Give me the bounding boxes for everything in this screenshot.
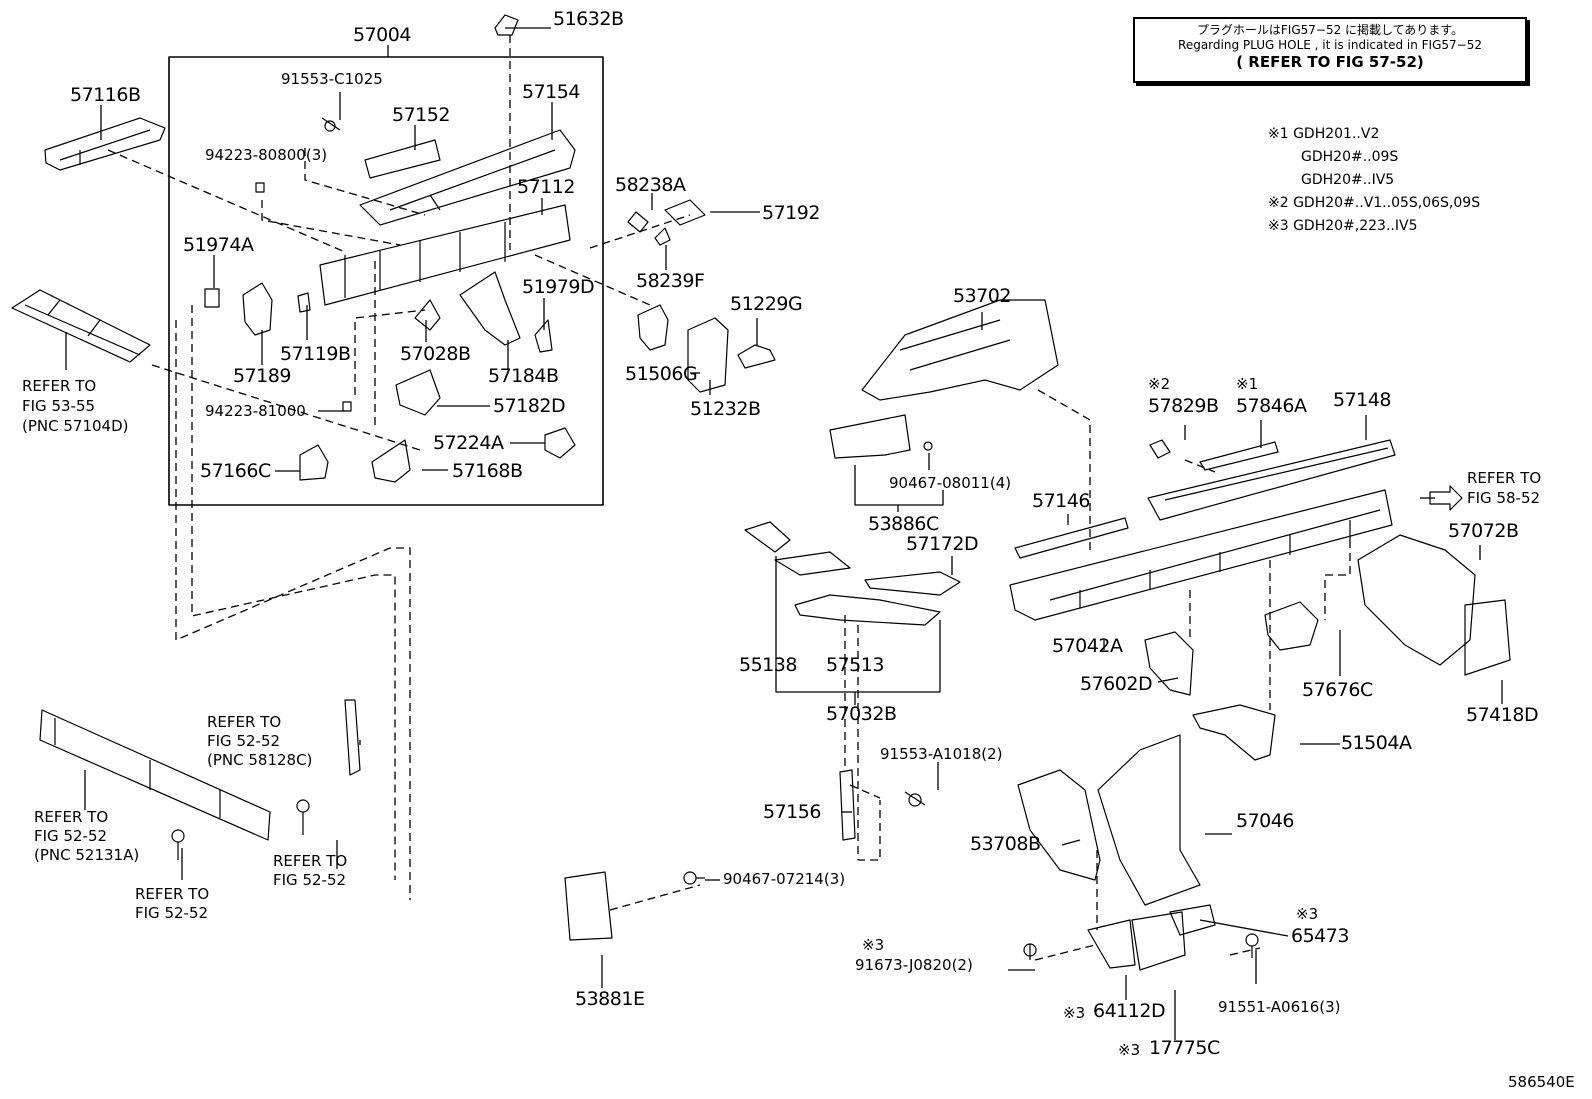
applicability-legend: ※1 GDH201..V2 GDH20#..09S GDH20#..IV5 ※2… [1268, 126, 1480, 241]
part-51632B[interactable]: 51632B [553, 8, 624, 30]
part-57032B[interactable]: 57032B [826, 703, 897, 725]
part-64112D[interactable]: 64112D [1093, 1000, 1166, 1022]
part-57152[interactable]: 57152 [392, 104, 450, 126]
part-shapes [11, 14, 1511, 971]
part-57182D[interactable]: 57182D [493, 395, 566, 417]
part-55138[interactable]: 55138 [739, 654, 797, 676]
ref-53-55-line3: (PNC 57104D) [22, 417, 129, 435]
refer-arrow [1429, 485, 1463, 511]
ref-52-52-b-line2[interactable]: FIG 52-52 [34, 827, 108, 845]
part-94223-80800[interactable]: 94223-80800(3) [205, 146, 328, 164]
part-91553-A1018[interactable]: 91553-A1018(2) [880, 745, 1003, 763]
part-57042A[interactable]: 57042A [1052, 635, 1123, 657]
part-57154[interactable]: 57154 [522, 81, 580, 103]
part-57148[interactable]: 57148 [1333, 389, 1391, 411]
part-57189[interactable]: 57189 [233, 365, 291, 387]
illustration-id: 586540E [1508, 1073, 1575, 1091]
part-57116B[interactable]: 57116B [70, 84, 141, 106]
part-94223-81000[interactable]: 94223-81000 [205, 402, 306, 420]
part-90467-07214[interactable]: 90467-07214(3) [723, 870, 846, 888]
part-53881E[interactable]: 53881E [575, 988, 645, 1010]
legend-3: GDH20#..IV5 [1301, 172, 1395, 188]
part-57166C[interactable]: 57166C [200, 460, 271, 482]
ref-58-52-line1[interactable]: REFER TO [1467, 469, 1542, 487]
part-57513[interactable]: 57513 [826, 654, 884, 676]
ref-52-52-a-line1[interactable]: REFER TO [207, 713, 282, 731]
part-65473[interactable]: 65473 [1291, 925, 1349, 947]
part-57172D[interactable]: 57172D [906, 533, 979, 555]
part-57112[interactable]: 57112 [517, 176, 575, 198]
ref-52-52-d-line2[interactable]: FIG 52-52 [135, 904, 209, 922]
part-53886C[interactable]: 53886C [868, 513, 939, 535]
part-58238A[interactable]: 58238A [615, 174, 686, 196]
part-51506G[interactable]: 51506G [625, 363, 698, 385]
mark-3-17775C: ※3 [1118, 1041, 1141, 1059]
legend-5: ※3 GDH20#,223..IV5 [1268, 218, 1418, 234]
part-53702[interactable]: 53702 [953, 285, 1011, 307]
legend-1: ※1 GDH201..V2 [1268, 126, 1380, 142]
dashed-loop [175, 305, 411, 900]
part-51504A[interactable]: 51504A [1341, 732, 1412, 754]
ref-52-52-d-line1[interactable]: REFER TO [135, 885, 210, 903]
ref-52-52-a-line3: (PNC 58128C) [207, 751, 313, 769]
part-17775C[interactable]: 17775C [1149, 1037, 1220, 1059]
ref-58-52-line2[interactable]: FIG 58-52 [1467, 489, 1541, 507]
part-57184B[interactable]: 57184B [488, 365, 559, 387]
part-91673-J0820[interactable]: 91673-J0820(2) [855, 956, 973, 974]
legend-4: ※2 GDH20#..V1..05S,06S,09S [1268, 195, 1481, 211]
ref-52-52-c-line2[interactable]: FIG 52-52 [273, 871, 347, 889]
part-57676C[interactable]: 57676C [1302, 679, 1373, 701]
ref-52-52-b-line3: (PNC 52131A) [34, 846, 140, 864]
part-57829B[interactable]: 57829B [1148, 395, 1219, 417]
mark-1: ※1 [1236, 375, 1259, 393]
part-90467-08011[interactable]: 90467-08011(4) [889, 474, 1012, 492]
part-51232B[interactable]: 51232B [690, 398, 761, 420]
part-57072B[interactable]: 57072B [1448, 520, 1519, 542]
part-57602D[interactable]: 57602D [1080, 673, 1153, 695]
part-57846A[interactable]: 57846A [1236, 395, 1307, 417]
part-53708B[interactable]: 53708B [970, 833, 1041, 855]
ref-53-55-line2[interactable]: FIG 53-55 [22, 397, 96, 415]
part-51979D[interactable]: 51979D [522, 276, 595, 298]
mark-3-64112D: ※3 [1063, 1004, 1086, 1022]
ref-52-52-c-line1[interactable]: REFER TO [273, 852, 348, 870]
note-line-jp: プラグホールはFIG57−52 に掲載してあります。 [1196, 23, 1464, 37]
plug-hole-note: プラグホールはFIG57−52 に掲載してあります。 Regarding PLU… [1133, 17, 1527, 83]
part-51229G[interactable]: 51229G [730, 293, 803, 315]
part-57146[interactable]: 57146 [1032, 490, 1090, 512]
mark-3-65473: ※3 [1296, 905, 1319, 923]
part-57119B[interactable]: 57119B [280, 343, 351, 365]
legend-2: GDH20#..09S [1301, 149, 1399, 165]
part-57004[interactable]: 57004 [353, 24, 411, 46]
note-refer: ( REFER TO FIG 57-52) [1236, 53, 1424, 71]
group-57004-box [168, 56, 604, 506]
leader-lines [107, 35, 1351, 961]
part-57418D[interactable]: 57418D [1466, 704, 1539, 726]
ref-53-55-line1[interactable]: REFER TO [22, 377, 97, 395]
solid-leaders [65, 27, 1503, 1040]
part-91551-A0616[interactable]: 91551-A0616(3) [1218, 998, 1341, 1016]
part-51974A[interactable]: 51974A [183, 234, 254, 256]
part-57156[interactable]: 57156 [763, 801, 821, 823]
ref-52-52-a-line2[interactable]: FIG 52-52 [207, 732, 281, 750]
part-57168B[interactable]: 57168B [452, 460, 523, 482]
part-57046[interactable]: 57046 [1236, 810, 1294, 832]
part-58239F[interactable]: 58239F [636, 270, 705, 292]
part-57224A[interactable]: 57224A [433, 432, 504, 454]
mark-2: ※2 [1148, 375, 1171, 393]
part-57192[interactable]: 57192 [762, 202, 820, 224]
ref-52-52-b-line1[interactable]: REFER TO [34, 808, 109, 826]
mark-3-91673: ※3 [862, 936, 885, 954]
note-line-en: Regarding PLUG HOLE , it is indicated in… [1178, 38, 1482, 52]
part-57028B[interactable]: 57028B [400, 343, 471, 365]
part-91553-C1025[interactable]: 91553-C1025 [281, 70, 383, 88]
